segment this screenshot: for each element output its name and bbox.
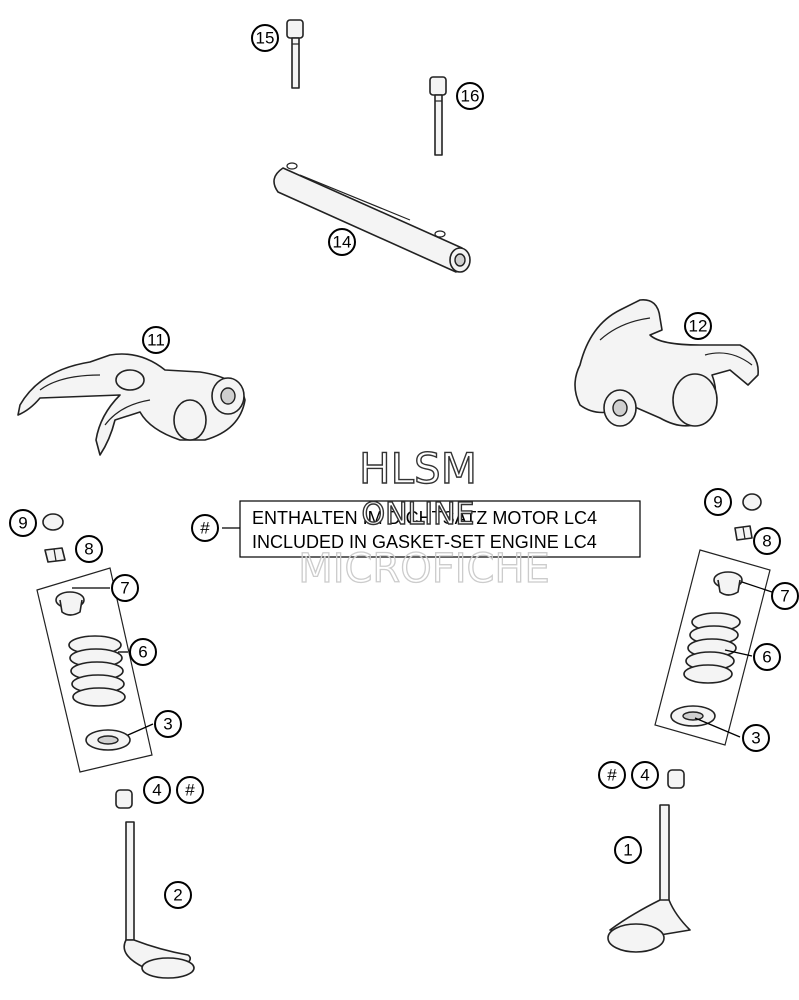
valve-cap-part-9-right[interactable] [742,493,762,511]
callout-8-left[interactable]: 8 [75,535,103,563]
svg-text:9: 9 [713,493,722,512]
svg-text:16: 16 [461,87,480,106]
svg-text:14: 14 [333,233,352,252]
svg-text:11: 11 [147,331,165,350]
valve-stem-seal-part-4-left[interactable] [115,789,133,809]
valve-part-2[interactable] [123,821,195,979]
callout-3-right[interactable]: 3 [742,724,770,752]
callout-7-left[interactable]: 7 [111,574,139,602]
callout-4-left[interactable]: 4 [143,776,171,804]
bolt-part-15[interactable] [286,19,304,89]
svg-text:#: # [200,519,210,538]
svg-text:6: 6 [138,643,147,662]
callout-hash-note[interactable]: # [191,514,219,542]
callout-9-right[interactable]: 9 [704,488,732,516]
svg-text:6: 6 [762,648,771,667]
watermark: HLSM ONLINE MICROFICHE [298,443,551,592]
callout-8-right[interactable]: 8 [753,527,781,555]
svg-text:#: # [607,766,617,785]
callout-9-left[interactable]: 9 [9,509,37,537]
spring-seat-part-3-right[interactable] [670,705,716,727]
svg-text:12: 12 [689,317,708,336]
callout-11[interactable]: 11 [142,326,170,354]
watermark-line-1: HLSM [359,444,477,493]
callout-hash-left[interactable]: # [176,776,204,804]
valve-keeper-part-8-left[interactable] [44,547,66,563]
callout-14[interactable]: 14 [328,228,356,256]
svg-text:4: 4 [152,781,161,800]
callout-16[interactable]: 16 [456,82,484,110]
spring-retainer-part-7-right[interactable] [713,571,743,596]
valve-part-1[interactable] [607,804,691,953]
svg-text:3: 3 [751,729,760,748]
svg-text:2: 2 [173,886,182,905]
callout-6-left[interactable]: 6 [129,638,157,666]
svg-text:7: 7 [780,587,789,606]
svg-text:#: # [185,781,195,800]
callout-hash-right[interactable]: # [598,761,626,789]
spring-box-left [36,567,153,773]
valve-spring-part-6-left[interactable] [68,635,126,707]
callout-4-right[interactable]: 4 [631,761,659,789]
svg-text:4: 4 [640,766,649,785]
svg-text:1: 1 [623,841,632,860]
rocker-arm-part-12[interactable] [574,299,759,427]
watermark-line-3: MICROFICHE [298,546,550,592]
callout-7-right[interactable]: 7 [771,582,799,610]
callout-12[interactable]: 12 [684,312,712,340]
valve-keeper-part-8-right[interactable] [734,525,753,541]
callout-15[interactable]: 15 [251,24,279,52]
svg-text:8: 8 [762,532,771,551]
valve-stem-seal-part-4-right[interactable] [667,769,685,789]
watermark-line-2: ONLINE [361,497,474,532]
note-line-2: INCLUDED IN GASKET-SET ENGINE LC4 [252,532,597,552]
valve-cap-part-9-left[interactable] [42,513,64,531]
svg-text:3: 3 [163,715,172,734]
spring-box-right [654,549,771,746]
callout-2[interactable]: 2 [164,881,192,909]
gasket-set-note: ENTHALTEN IM DICHTSATZ MOTOR LC4 INCLUDE… [239,500,641,558]
valve-spring-part-6-right[interactable] [683,612,741,684]
callout-1[interactable]: 1 [614,836,642,864]
spring-retainer-part-7-left[interactable] [55,591,85,616]
svg-text:15: 15 [256,29,275,48]
note-line-1: ENTHALTEN IM DICHTSATZ MOTOR LC4 [252,508,597,528]
svg-text:7: 7 [120,579,129,598]
rocker-shaft-part-14[interactable] [273,162,471,273]
leader-lines [72,527,773,738]
rocker-arm-part-11[interactable] [17,353,246,456]
callout-3-left[interactable]: 3 [154,710,182,738]
svg-text:9: 9 [18,514,27,533]
svg-text:8: 8 [84,540,93,559]
callout-6-right[interactable]: 6 [753,643,781,671]
bolt-part-16[interactable] [429,76,447,156]
spring-seat-part-3-left[interactable] [85,729,131,751]
